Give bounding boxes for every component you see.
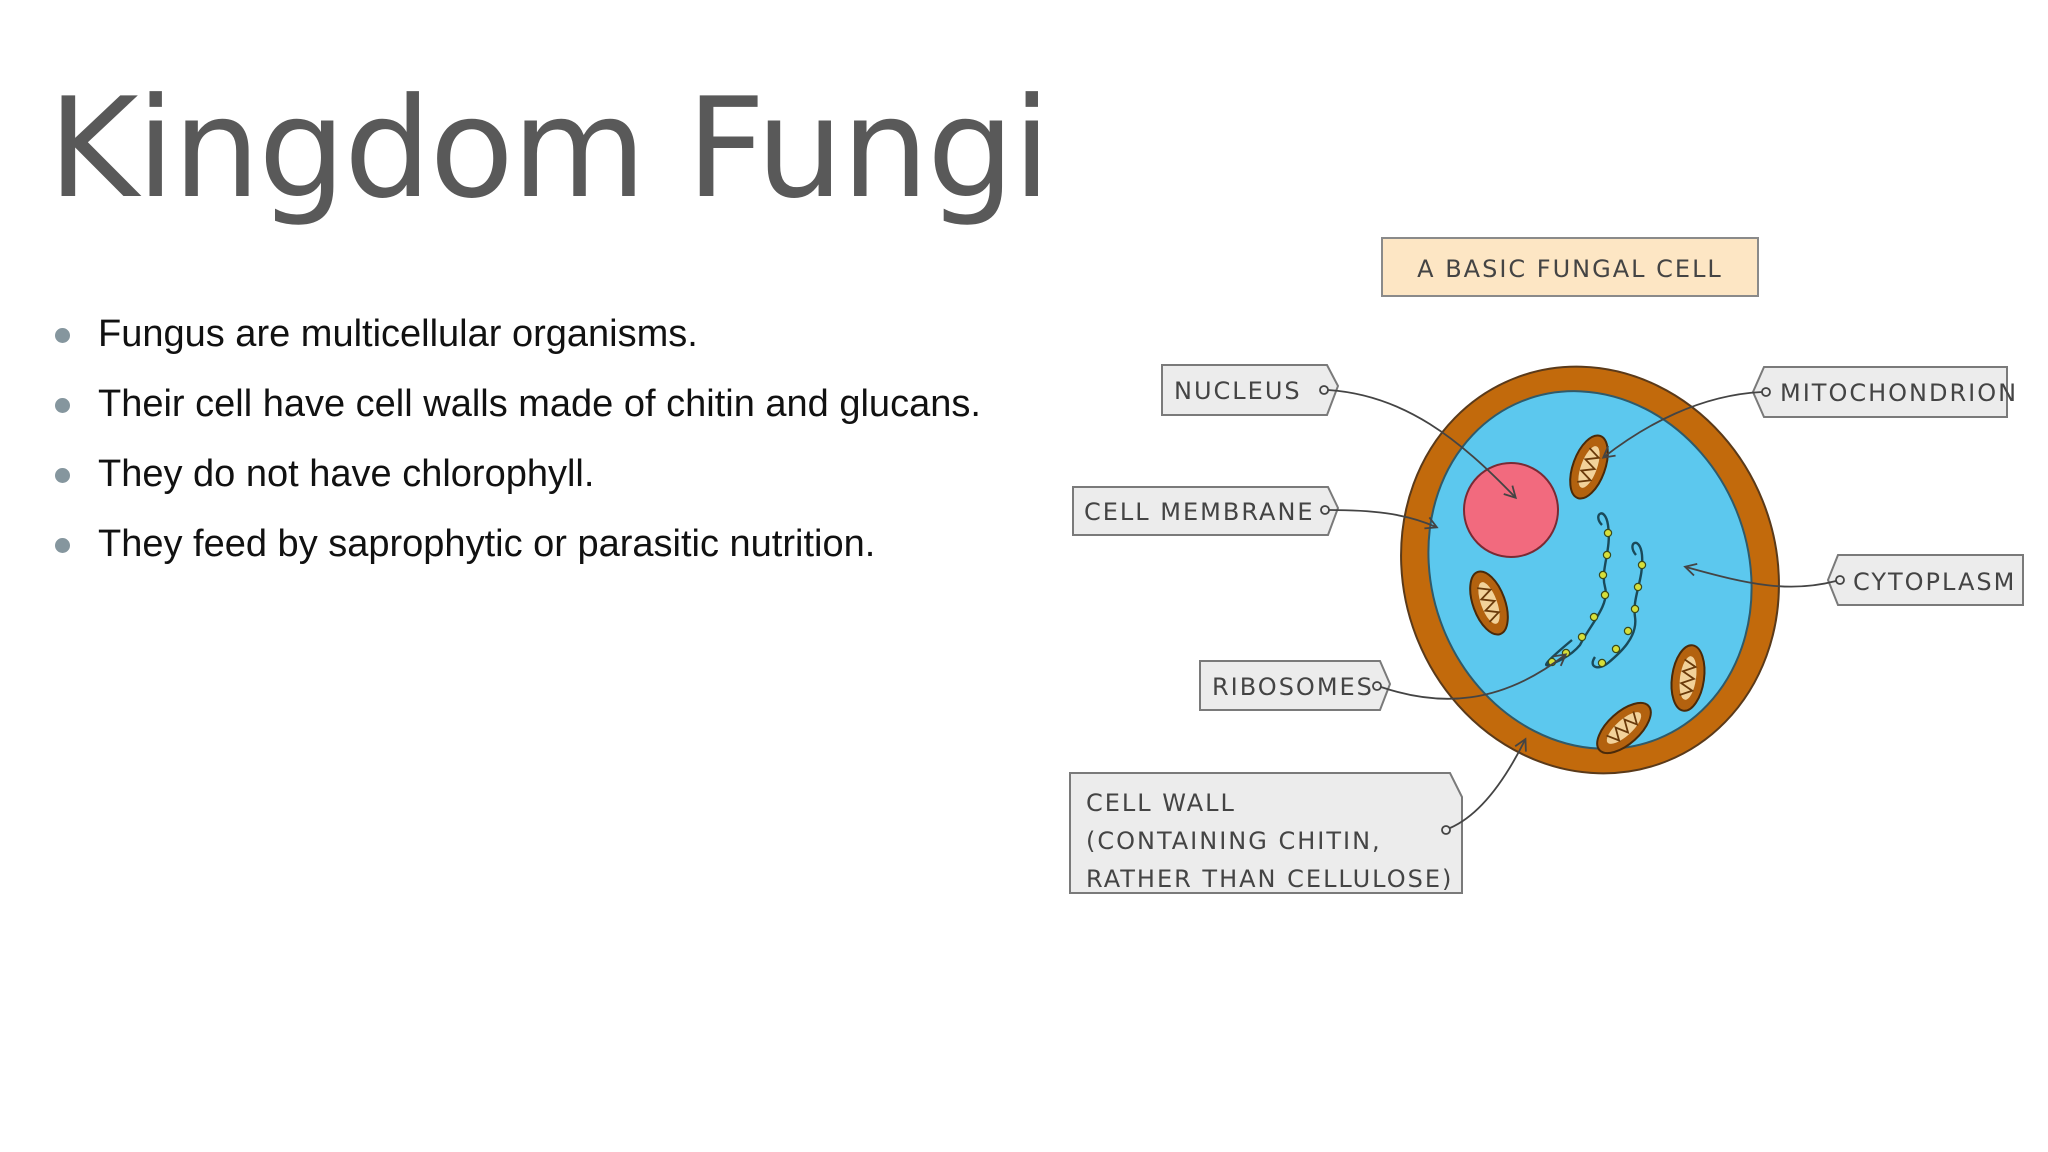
bullet-item: Fungus are multicellular organisms.: [52, 306, 981, 376]
ribosomes-label: RIBOSOMES: [1212, 673, 1374, 701]
mitochondrion-label-box: [1751, 366, 2008, 418]
cell-membrane-label-box: [1072, 486, 1340, 536]
cell-wall-label-line3: RATHER THAN CELLULOSE): [1086, 865, 1453, 893]
bullet-text: They do not have chlorophyll.: [98, 453, 595, 495]
bullet-dot-icon: [55, 538, 70, 553]
mitochondrion-label: MITOCHONDRION: [1780, 379, 2018, 407]
ribosomes-pointer: [1380, 653, 1568, 700]
cell-membrane-pointer: [1328, 509, 1439, 530]
cytoplasm: [1427, 390, 1753, 750]
mitochondrion-organelle: [1469, 570, 1509, 636]
fungal-cell-diagram: A BASIC FUNGAL CELL: [1069, 237, 2024, 894]
nucleus-label: NUCLEUS: [1174, 377, 1302, 405]
bullet-item: They do not have chlorophyll.: [52, 446, 981, 516]
bullet-text: Fungus are multicellular organisms.: [98, 313, 698, 355]
ribosome-strands: [1545, 512, 1647, 669]
cell-wall-label-box: [1069, 772, 1463, 894]
bullet-item: They feed by saprophytic or parasitic nu…: [52, 516, 981, 586]
bullet-text: They feed by saprophytic or parasitic nu…: [98, 523, 876, 565]
diagram-heading: A BASIC FUNGAL CELL: [1417, 255, 1723, 283]
bullet-list: Fungus are multicellular organisms. Thei…: [52, 306, 981, 586]
cell-wall-label-line2: (CONTAINING CHITIN,: [1086, 827, 1382, 855]
mitochondrion-organelle: [1670, 644, 1706, 712]
mitochondrion-pointer: [1601, 391, 1763, 459]
mitochondrion-organelle: [1569, 434, 1609, 500]
cell-membrane-label: CELL MEMBRANE: [1084, 498, 1315, 526]
nucleus-label-box: [1161, 364, 1340, 416]
cytoplasm-pin-icon: [1835, 575, 1845, 585]
ribosomes-label-box: [1199, 660, 1392, 711]
bullet-item: Their cell have cell walls made of chiti…: [52, 376, 981, 446]
cell-wall-label-line1: CELL WALL: [1086, 789, 1236, 817]
bullet-text: Their cell have cell walls made of chiti…: [98, 383, 981, 425]
cytoplasm-label-box: [1826, 554, 2024, 606]
cytoplasm-label: CYTOPLASM: [1853, 568, 2016, 596]
diagram-heading-box: [1381, 237, 1759, 297]
slide-title: Kingdom Fungi: [48, 68, 1051, 229]
bullet-dot-icon: [55, 398, 70, 413]
bullet-dot-icon: [55, 468, 70, 483]
cytoplasm-pointer: [1683, 563, 1837, 588]
cell-wall-pointer: [1449, 737, 1527, 829]
ribosomes-pin-icon: [1372, 681, 1382, 691]
mitochondrion-organelle: [1596, 701, 1652, 755]
nucleus-pointer: [1327, 389, 1517, 500]
cell-wall-pin-icon: [1441, 825, 1451, 835]
nucleus: [1463, 462, 1559, 558]
bullet-dot-icon: [55, 328, 70, 343]
